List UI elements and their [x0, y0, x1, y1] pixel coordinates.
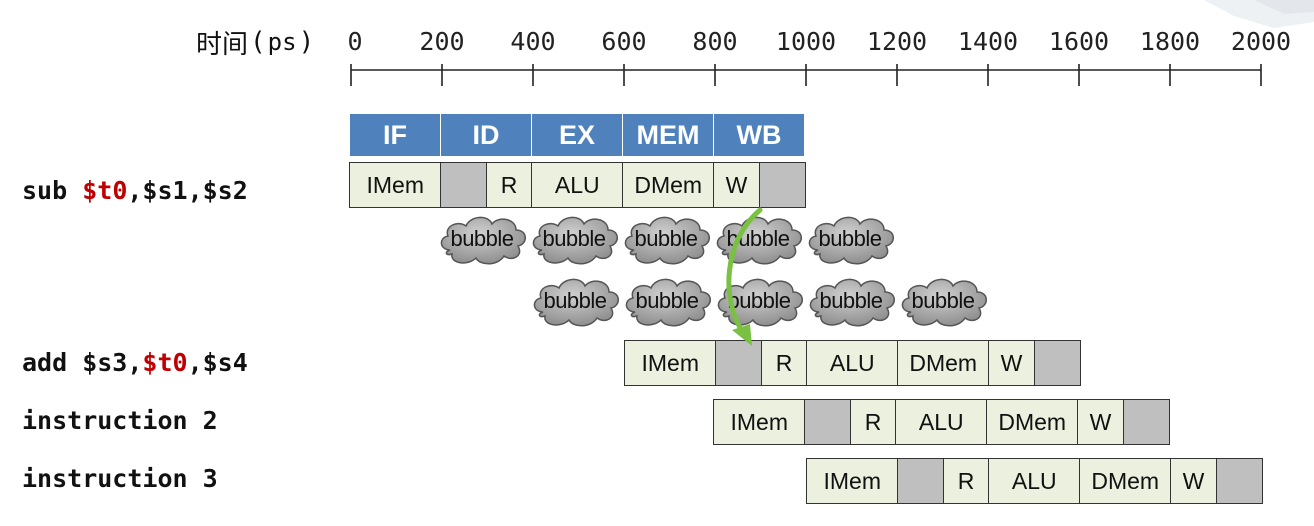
sub-dest-register: $t0	[82, 176, 128, 205]
sub-opcode: sub	[22, 176, 83, 205]
timeline-axis-label: 时间 ( ps )	[196, 26, 316, 60]
ruler-tick-label: 1800	[1139, 27, 1201, 56]
bubble: bubble	[529, 272, 621, 332]
bubble: bubble	[436, 210, 528, 270]
ruler-tick-label: 800	[692, 27, 738, 56]
instruction-3-cell-imem: IMem	[806, 458, 899, 504]
add-operands: ,$s4	[187, 348, 248, 377]
timeline-label-text: 时间	[196, 29, 249, 60]
ruler-tick-label: 1600	[1048, 27, 1110, 56]
sub-cell-alu: ALU	[531, 162, 624, 208]
instruction-label-sub: sub $t0,$s1,$s2	[22, 176, 248, 205]
sub-cell-imem: IMem	[349, 162, 442, 208]
corner-decoration	[1204, 0, 1314, 28]
sub-operands: ,$s1,$s2	[127, 176, 248, 205]
ruler-tick-label: 1000	[775, 27, 837, 56]
sub-cell-dmem: DMem	[622, 162, 715, 208]
instruction-3-cell-reg: R	[942, 458, 990, 504]
instruction-label-3: instruction 3	[22, 464, 218, 493]
sub-cell-write: W	[713, 162, 760, 208]
bubble-label: bubble	[911, 288, 975, 313]
instruction-3-cell-stall	[897, 458, 944, 504]
bubble: bubble	[528, 210, 620, 270]
sub-cell-reg: R	[485, 162, 533, 208]
bubble-label: bubble	[543, 288, 607, 313]
instruction-2-cell-dmem: DMem	[986, 399, 1079, 445]
close-paren: )	[298, 27, 315, 57]
add-cell-write: W	[988, 340, 1035, 386]
stage-header-id: ID	[441, 114, 533, 156]
stage-header-wb: WB	[714, 114, 806, 156]
bubble-label: bubble	[634, 226, 698, 251]
bubble: bubble	[620, 210, 712, 270]
ruler-tick-label: 0	[347, 27, 363, 56]
add-opcode: add $s3,	[22, 348, 143, 377]
time-ruler	[350, 64, 1262, 86]
stage-header-mem: MEM	[623, 114, 715, 156]
instruction-2-cell-stall	[1122, 399, 1170, 445]
ruler-tick-label: 200	[419, 27, 465, 56]
instruction-3-cell-stall	[1215, 458, 1263, 504]
bubble-label: bubble	[635, 288, 699, 313]
bubble: bubble	[713, 272, 805, 332]
add-cell-reg: R	[760, 340, 808, 386]
bubble-label: bubble	[727, 288, 791, 313]
bubble: bubble	[621, 272, 713, 332]
instruction-2-cell-alu: ALU	[895, 399, 988, 445]
instruction-3-cell-dmem: DMem	[1079, 458, 1172, 504]
instruction-label-2: instruction 2	[22, 406, 218, 435]
sub-cell-stall	[758, 162, 806, 208]
instruction-label-add: add $s3,$t0,$s4	[22, 348, 248, 377]
bubble-label: bubble	[726, 226, 790, 251]
instruction-3-cell-write: W	[1170, 458, 1217, 504]
ruler-tick-label: 1400	[957, 27, 1019, 56]
bubble-label: bubble	[450, 226, 514, 251]
stage-header-ex: EX	[532, 114, 624, 156]
instruction-2-cell-write: W	[1077, 399, 1124, 445]
bubble: bubble	[712, 210, 804, 270]
instruction-3-cell-alu: ALU	[988, 458, 1081, 504]
sub-cell-stall	[440, 162, 487, 208]
add-cell-stall	[1033, 340, 1081, 386]
ruler-tick-label: 2000	[1230, 27, 1292, 56]
bubble-label: bubble	[819, 288, 883, 313]
bubble: bubble	[805, 272, 897, 332]
add-cell-alu: ALU	[806, 340, 899, 386]
bubble-label: bubble	[542, 226, 606, 251]
instruction-2-cell-stall	[804, 399, 851, 445]
bubble: bubble	[804, 210, 896, 270]
instruction-2-cell-reg: R	[849, 399, 897, 445]
open-paren: (	[250, 27, 266, 57]
ruler-tick-label: 1200	[866, 27, 928, 56]
stage-header-if: IF	[350, 114, 442, 156]
instruction-2-cell-imem: IMem	[713, 399, 806, 445]
add-src-register: $t0	[142, 348, 188, 377]
add-cell-stall	[715, 340, 762, 386]
timeline-unit: ps	[267, 28, 297, 56]
ruler-tick-label: 400	[510, 27, 556, 56]
bubble-label: bubble	[818, 226, 882, 251]
add-cell-dmem: DMem	[897, 340, 990, 386]
ruler-tick-label: 600	[601, 27, 647, 56]
add-cell-imem: IMem	[624, 340, 717, 386]
bubble: bubble	[897, 272, 989, 332]
